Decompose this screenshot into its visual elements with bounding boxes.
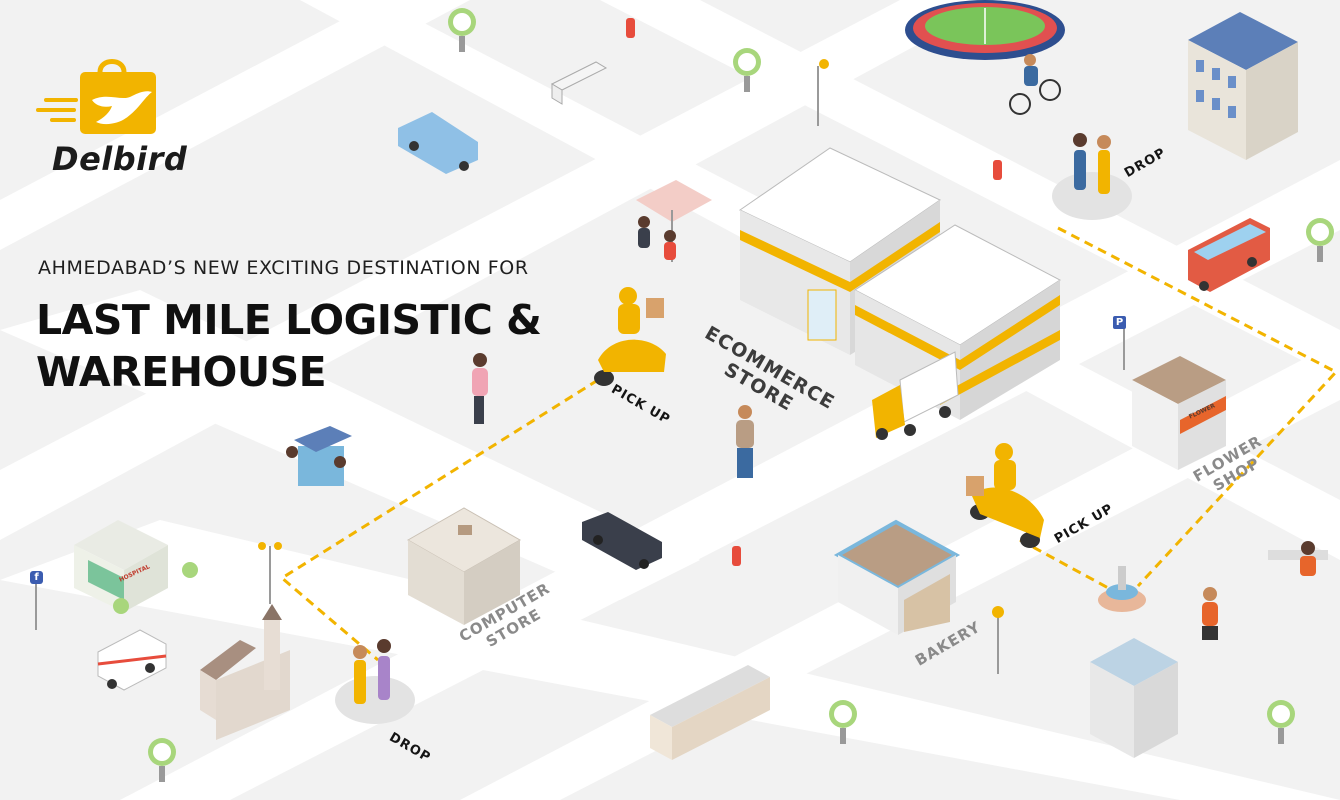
black-car [582,512,662,570]
drop-zone-bottom [335,676,415,724]
parking-sign-icon: P [1113,316,1126,329]
delivery-people-top [1073,133,1111,194]
facebook-sign-icon: f [30,571,43,584]
flower-shop-building [1132,356,1226,470]
lamp-heads [258,59,1004,618]
delivery-truck [872,351,959,440]
scooter-rider-left [594,287,666,386]
ice-cream-cart [286,426,352,486]
apartment-building [1188,12,1298,160]
cyclist [1009,54,1061,115]
pedestrian-man-phone [736,405,754,478]
bus [1188,218,1270,292]
hero-title-line2: WAREHOUSE [36,348,327,396]
stadium [905,0,1065,60]
ambulance [97,629,167,691]
cafe-table-people [650,665,770,760]
fire-hydrants [626,18,1002,566]
scooter-rider-right [966,443,1044,548]
church [200,604,290,740]
glass-building [1090,638,1178,758]
blue-car [398,112,478,174]
delivery-routes [279,226,1339,662]
street-lamps [35,66,1125,674]
cafe-umbrella [636,180,712,262]
pedestrian-woman [472,353,488,424]
bakery-building [833,519,961,635]
ecommerce-warehouse [739,147,1061,420]
logo-icon [36,59,156,134]
brand-name: Delbird [52,140,188,178]
man-on-bench [1268,541,1328,576]
fountain [1098,566,1146,612]
park-bench [550,61,608,105]
computer-store-building [406,507,522,625]
hospital-building [74,520,168,612]
delivery-people-bottom [353,639,391,704]
trees [113,8,1334,782]
hero-subtitle: AHMEDABAD’S NEW EXCITING DESTINATION FOR [38,257,529,279]
drop-zone-top [1052,172,1132,220]
jogger [1202,587,1218,640]
hero-title-line1: LAST MILE LOGISTIC & [36,296,542,344]
